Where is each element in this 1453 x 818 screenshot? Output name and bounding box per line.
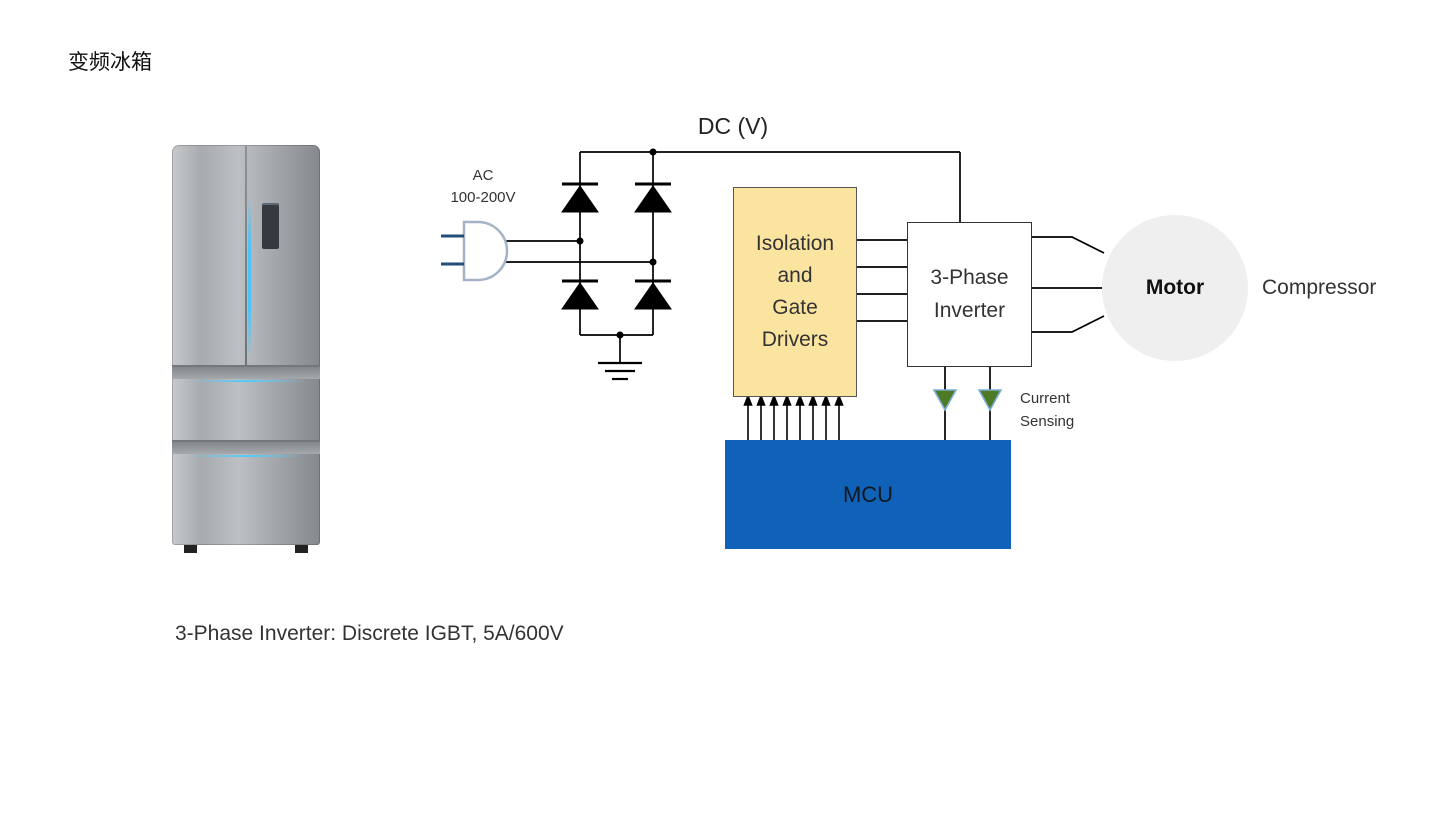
current-sensing-line2: Sensing [1020, 412, 1075, 430]
ac-label-line1: AC [472, 167, 494, 184]
dc-voltage-label: DC (V) [697, 113, 769, 139]
isolation-box-line: Gate [772, 296, 818, 319]
diode-icon [634, 182, 672, 213]
bridge-rectifier [561, 182, 672, 310]
isolation-box-line: Isolation [755, 232, 835, 256]
fridge-door-glow [248, 197, 251, 359]
page-title: 变频冰箱 [68, 51, 152, 74]
isolation-box-line: Drivers [761, 327, 829, 351]
fridge-display-panel [262, 203, 279, 249]
fridge-middle-drawer [172, 367, 320, 442]
isolation-box-line: and [777, 264, 813, 288]
spec-caption: 3-Phase Inverter: Discrete IGBT, 5A/600V [175, 622, 564, 645]
fridge-doors [172, 145, 320, 367]
current-sensing-line1: Current [1020, 390, 1071, 407]
compressor-label: Compressor [1262, 276, 1377, 299]
mcu-box: MCU [725, 440, 1011, 549]
ac-plug-icon [441, 220, 509, 282]
fridge-drawer-glow [186, 380, 306, 382]
mcu-gate-drive-arrows [743, 393, 844, 440]
diode-icon [634, 279, 672, 310]
diode-icon [561, 182, 599, 213]
diode-icon [561, 279, 599, 310]
inverter-box-line: Inverter [933, 298, 1006, 322]
ground-icon [598, 361, 642, 381]
fridge-foot [184, 545, 197, 553]
fridge-bottom-drawer [172, 442, 320, 545]
ac-label-line2: 100-200V [450, 188, 516, 206]
current-sensor-icons [932, 389, 1003, 412]
current-sensing-label: Current Sensing [1020, 388, 1074, 433]
fridge-body [172, 145, 320, 545]
current-sensor-triangle-icon [932, 389, 958, 412]
fridge-drawer-glow [186, 455, 306, 457]
current-sensor-triangle-icon [977, 389, 1003, 412]
fridge-door-seam [245, 145, 247, 365]
mcu-label: MCU [842, 481, 894, 507]
refrigerator-illustration [172, 145, 320, 557]
wire-junction-dots [576, 148, 657, 339]
three-phase-inverter-box: 3-Phase Inverter [907, 222, 1032, 367]
fridge-foot [295, 545, 308, 553]
ac-input-label: AC 100-200V [433, 165, 533, 209]
inverter-box-line: 3-Phase [930, 265, 1009, 289]
motor-circle: Motor [1102, 215, 1248, 361]
isolation-gate-drivers-box: Isolation and Gate Drivers [733, 187, 857, 397]
motor-label: Motor [1145, 276, 1205, 299]
